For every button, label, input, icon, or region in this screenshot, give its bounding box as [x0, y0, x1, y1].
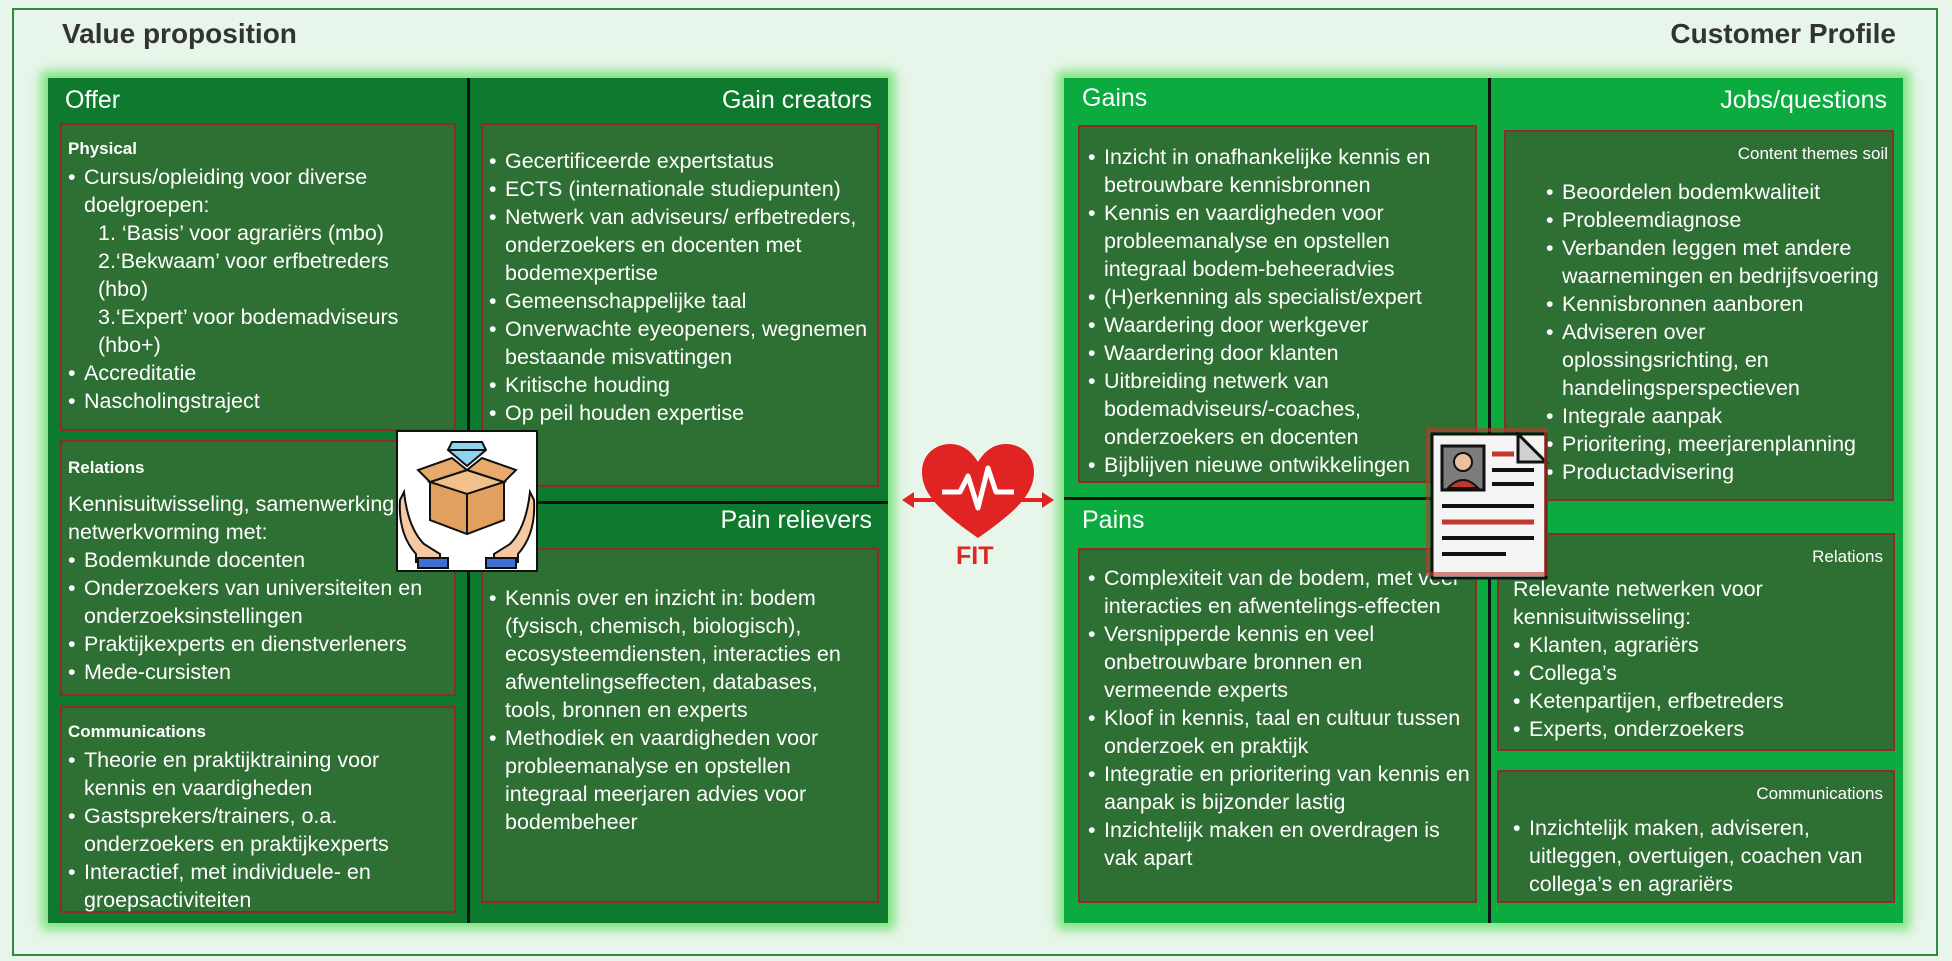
list-item: Inzicht in onafhankelijke kennis en betr…	[1088, 143, 1471, 199]
list-item: Op peil houden expertise	[489, 399, 873, 427]
gain-creators-title: Gain creators	[721, 86, 872, 114]
list-item: Kennisbronnen aanboren	[1546, 290, 1888, 318]
heartbeat-heart-icon	[902, 444, 1054, 538]
list-item: ECTS (internationale studiepunten)	[489, 175, 873, 203]
content-themes-box: Content themes soil Beoordelen bodemkwal…	[1504, 130, 1894, 501]
customer-profile-panel: Gains Jobs/questions Pains Inzicht in on…	[1064, 78, 1903, 923]
list-item: Gastsprekers/trainers, o.a. onderzoekers…	[68, 802, 446, 858]
list-item: Beoordelen bodemkwaliteit	[1546, 178, 1888, 206]
gains-title: Gains	[1082, 84, 1148, 112]
offer-communications-box: Communications Theorie en praktijktraini…	[60, 706, 456, 913]
list-item: Waardering door klanten	[1088, 339, 1471, 367]
offer-title: Offer	[65, 86, 121, 114]
gains-list: Inzicht in onafhankelijke kennis en betr…	[1088, 143, 1471, 479]
customer-communications-list: Inzichtelijk maken, adviseren, uitleggen…	[1513, 814, 1883, 898]
list-item: Mede-cursisten	[68, 658, 446, 686]
list-item: Kennisuitwisseling, samenwerking en netw…	[68, 492, 425, 544]
physical-box: Physical Cursus/opleiding voor diverse d…	[60, 123, 456, 431]
offer-communications-list: Theorie en praktijktraining voor kennis …	[68, 746, 446, 914]
list-item: Waardering door werkgever	[1088, 311, 1471, 339]
list-item: Verbanden leggen met andere waarnemingen…	[1546, 234, 1888, 290]
pain-relievers-title: Pain relievers	[720, 506, 872, 534]
list-item: Integrale aanpak	[1546, 402, 1888, 430]
customer-profile-heading: Customer Profile	[1670, 18, 1896, 49]
pain-relievers-box: Kennis over en inzicht in: bodem (fysisc…	[481, 548, 879, 903]
gains-box: Inzicht in onafhankelijke kennis en betr…	[1078, 125, 1477, 483]
list-item: 3.‘Expert’ voor bodemadviseurs (hbo+)	[98, 305, 399, 357]
pains-box: Complexiteit van de bodem, met veel inte…	[1078, 548, 1477, 903]
list-item: Ketenpartijen, erfbetreders	[1513, 687, 1883, 715]
list-item: Inzichtelijk maken, adviseren, uitleggen…	[1513, 814, 1883, 898]
offer-relations-title: Relations	[68, 458, 145, 477]
list-item: Experts, onderzoekers	[1513, 715, 1883, 743]
list-item: Accreditatie	[68, 359, 444, 387]
list-item: Nascholingstraject	[68, 387, 444, 415]
list-item: Praktijkexperts en dienstverleners	[68, 630, 446, 658]
offer-communications-title: Communications	[68, 722, 206, 741]
physical-list: Cursus/opleiding voor diverse doelgroepe…	[68, 163, 444, 415]
content-themes-list: Beoordelen bodemkwaliteitProbleemdiagnos…	[1546, 178, 1888, 486]
list-item: 1. ‘Basis’ voor agrariërs (mbo)	[98, 221, 384, 245]
offer-relations-list: Kennisuitwisseling, samenwerking en netw…	[68, 490, 446, 686]
gain-creators-box: Gecertificeerde expertstatusECTS (intern…	[481, 123, 879, 487]
list-item: Kennis en vaardigheden voor probleemanal…	[1088, 199, 1471, 283]
list-item: Collega’s	[1513, 659, 1883, 687]
offer-relations-box: Relations Kennisuitwisseling, samenwerki…	[60, 440, 456, 696]
customer-communications-box: Communications Inzichtelijk maken, advis…	[1497, 770, 1895, 903]
customer-relations-title: Relations	[1812, 547, 1883, 566]
customer-communications-title: Communications	[1756, 784, 1883, 803]
pains-list: Complexiteit van de bodem, met veel inte…	[1088, 564, 1471, 872]
list-item: Gemeenschappelijke taal	[489, 287, 873, 315]
jobs-title: Jobs/questions	[1720, 86, 1887, 114]
list-item: Relevante netwerken voor kennisuitwissel…	[1513, 577, 1763, 629]
list-item: Onderzoekers van universiteiten en onder…	[68, 574, 446, 630]
list-item: Netwerk van adviseurs/ erfbetreders, ond…	[489, 203, 873, 287]
pains-title: Pains	[1082, 506, 1145, 534]
list-item: Probleemdiagnose	[1546, 206, 1888, 234]
list-item: Bijblijven nieuwe ontwikkelingen	[1088, 451, 1471, 479]
list-item: Versnipperde kennis en veel onbetrouwbar…	[1088, 620, 1471, 704]
list-item: Cursus/opleiding voor diverse doelgroepe…	[68, 163, 444, 219]
list-item: Methodiek en vaardigheden voor probleema…	[489, 724, 871, 836]
outer-frame	[12, 8, 1938, 956]
content-themes-title: Content themes soil	[1737, 144, 1888, 163]
list-item: Klanten, agrariërs	[1513, 631, 1883, 659]
list-item: Kritische houding	[489, 371, 873, 399]
list-item: Productadvisering	[1546, 458, 1888, 486]
customer-relations-box: Relations Relevante netwerken voor kenni…	[1497, 533, 1895, 751]
list-item: Inzichtelijk maken en overdragen is vak …	[1088, 816, 1471, 872]
list-item: Theorie en praktijktraining voor kennis …	[68, 746, 446, 802]
list-item: Kennis over en inzicht in: bodem (fysisc…	[489, 584, 871, 724]
gain-creators-list: Gecertificeerde expertstatusECTS (intern…	[489, 147, 873, 427]
profile-document-icon	[1426, 428, 1550, 580]
list-item: Complexiteit van de bodem, met veel inte…	[1088, 564, 1471, 620]
value-proposition-heading: Value proposition	[62, 18, 297, 49]
fit-label: FIT	[956, 542, 994, 570]
physical-title: Physical	[68, 139, 137, 158]
customer-relations-list: Relevante netwerken voor kennisuitwissel…	[1513, 575, 1883, 743]
horizontal-divider	[469, 501, 888, 504]
list-item: Interactief, met individuele- en groepsa…	[68, 858, 446, 914]
horizontal-divider	[1064, 497, 1489, 500]
list-item: 2.‘Bekwaam’ voor erfbetreders (hbo)	[98, 249, 389, 301]
list-item: (H)erkenning als specialist/expert	[1088, 283, 1471, 311]
list-item: Onverwachte eyeopeners, wegnemen bestaan…	[489, 315, 873, 371]
list-item: Prioritering, meerjarenplanning	[1546, 430, 1888, 458]
list-item: Integratie en prioritering van kennis en…	[1088, 760, 1471, 816]
list-item: Uitbreiding netwerk van bodemadviseurs/-…	[1088, 367, 1471, 451]
pain-relievers-list: Kennis over en inzicht in: bodem (fysisc…	[489, 584, 871, 836]
value-proposition-panel: Offer Gain creators Pain relievers Physi…	[48, 78, 888, 923]
gift-box-in-hands-icon	[396, 430, 538, 572]
list-item: Gecertificeerde expertstatus	[489, 147, 873, 175]
list-item: Kloof in kennis, taal en cultuur tussen …	[1088, 704, 1471, 760]
list-item: Bodemkunde docenten	[68, 546, 446, 574]
list-item: Adviseren over oplossingsrichting, en ha…	[1546, 318, 1888, 402]
